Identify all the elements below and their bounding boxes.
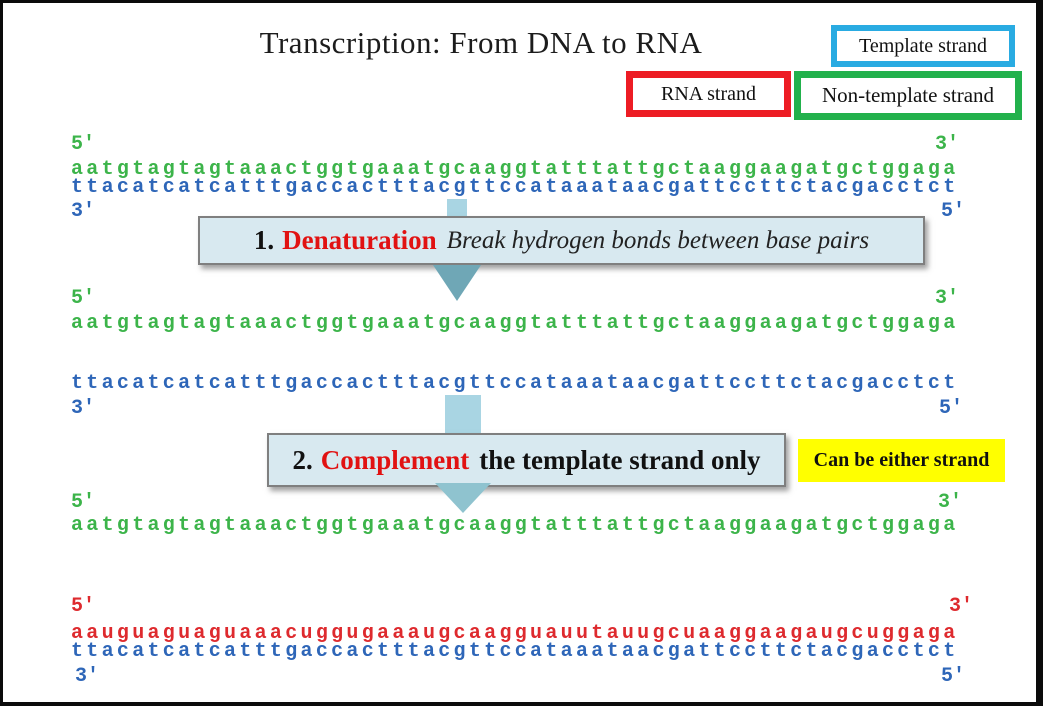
page-title: Transcription: From DNA to RNA xyxy=(259,25,703,60)
block2-non-template-sequence: aatgtagtagtaaactggtgaaatgcaaggtatttattgc… xyxy=(71,312,959,335)
block1-non-template-sequence: aatgtagtagtaaactggtgaaatgcaaggtatttattgc… xyxy=(71,158,959,181)
block4-template-sequence: ttacatcatcatttgaccactttacgttccataaataacg… xyxy=(71,640,959,663)
block1-five-prime-left: 5' xyxy=(71,133,96,156)
either-strand-note: Can be either strand xyxy=(798,439,1005,482)
legend-non-template-strand: Non-template strand xyxy=(794,71,1022,120)
step1-description: Break hydrogen bonds between base pairs xyxy=(446,226,870,254)
arrow-down-step2-head xyxy=(435,483,491,513)
block1-five-prime-right: 5' xyxy=(941,200,966,223)
legend-template-strand: Template strand xyxy=(831,25,1015,67)
step2-rest-text: the template strand only xyxy=(479,444,761,475)
block2-five-prime-right: 5' xyxy=(939,397,964,420)
step1-keyword: Denaturation xyxy=(282,225,437,255)
block4-rna-sequence: aauguaguaguaaacuggugaaaugcaagguauutauugc… xyxy=(71,622,959,645)
block2-three-prime-left: 3' xyxy=(71,397,96,420)
legend-rna-strand-label: RNA strand xyxy=(661,82,756,105)
legend-non-template-strand-label: Non-template strand xyxy=(821,83,995,107)
block2-template-sequence: ttacatcatcatttgaccactttacgttccataaataacg… xyxy=(71,372,959,395)
step2-complement-box: 2. Complement the template strand only xyxy=(267,433,786,487)
block4-five-prime-left: 5' xyxy=(71,595,96,618)
block3-three-prime-right: 3' xyxy=(938,491,963,514)
legend-template-strand-label: Template strand xyxy=(859,34,987,57)
step1-denaturation-box: 1. Denaturation Break hydrogen bonds bet… xyxy=(198,216,925,265)
legend-rna-strand: RNA strand xyxy=(626,71,791,117)
either-strand-note-label: Can be either strand xyxy=(813,449,990,471)
step2-number: 2. xyxy=(292,444,313,475)
block4-three-prime-right: 3' xyxy=(949,595,974,618)
block4-five-prime-right: 5' xyxy=(941,665,966,688)
step1-number: 1. xyxy=(253,225,275,255)
block2-three-prime-right: 3' xyxy=(935,287,960,310)
arrow-down-step1-head xyxy=(433,265,481,301)
block4-three-prime-left: 3' xyxy=(75,665,100,688)
block3-five-prime-left: 5' xyxy=(71,491,96,514)
block1-template-sequence: ttacatcatcatttgaccactttacgttccataaataacg… xyxy=(71,176,959,199)
block2-five-prime-left: 5' xyxy=(71,287,96,310)
block1-three-prime-left: 3' xyxy=(71,200,96,223)
block1-three-prime-right: 3' xyxy=(935,133,960,156)
block3-non-template-sequence: aatgtagtagtaaactggtgaaatgcaaggtatttattgc… xyxy=(71,514,959,537)
step2-keyword: Complement xyxy=(320,444,470,475)
